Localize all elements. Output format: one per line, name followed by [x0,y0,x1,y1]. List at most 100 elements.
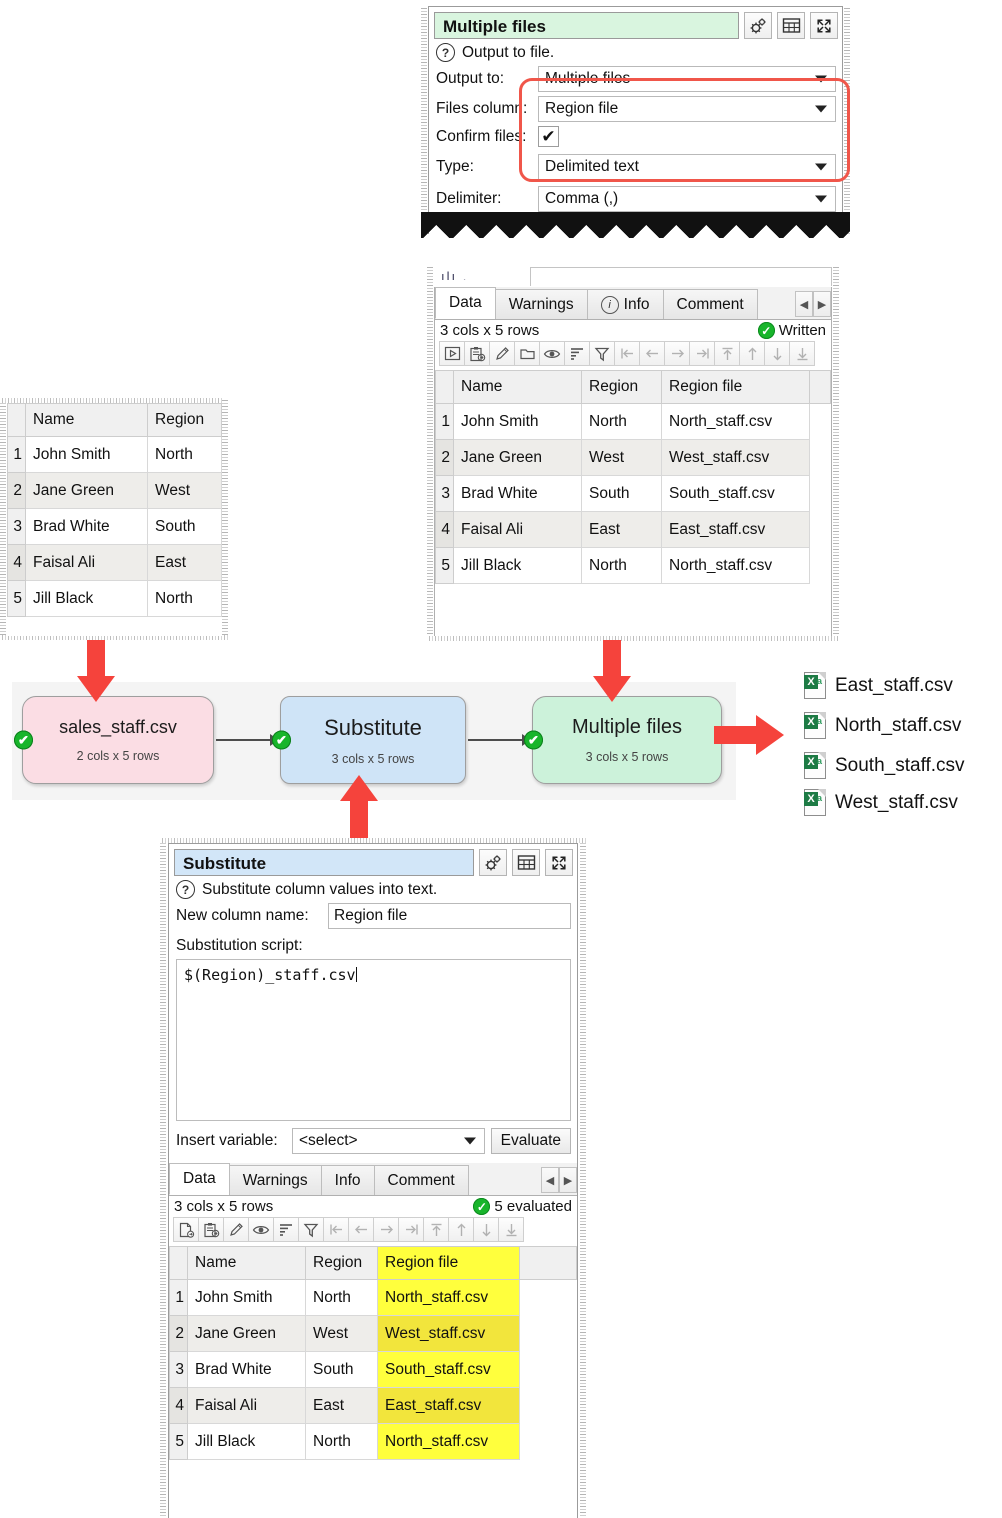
type-combo[interactable]: Delimited text [538,154,836,180]
table-row[interactable]: 3 Brad White South South_staff.csv [435,475,831,512]
output-to-combo[interactable]: Multiple files [538,66,836,92]
last-row-icon[interactable] [498,1217,524,1242]
cell-region[interactable]: East [581,511,662,548]
next-col-icon[interactable] [664,341,690,366]
tab-scroll-right-icon[interactable]: ▶ [813,291,831,317]
insert-variable-combo[interactable]: <select> [292,1128,485,1154]
cell-name[interactable]: John Smith [453,403,582,440]
new-file-icon[interactable] [173,1217,199,1242]
table-row[interactable]: 5 Jill Black North North_staff.csv [169,1423,577,1460]
tab-data[interactable]: Data [169,1163,230,1195]
cell-region[interactable]: North [581,547,662,584]
tab-scroll-left-icon[interactable]: ◀ [795,291,813,317]
tab-data[interactable]: Data [435,287,496,319]
last-col-icon[interactable] [689,341,715,366]
dialog-title-field[interactable]: Substitute [174,849,474,876]
first-col-icon[interactable] [614,341,640,366]
node-sales-staff-csv[interactable]: sales_staff.csv 2 cols x 5 rows ✔ [14,696,214,784]
next-row-icon[interactable] [764,341,790,366]
paste-icon[interactable] [464,341,490,366]
column-header[interactable]: Name [25,403,148,437]
output-data-grid[interactable]: Name Region Region file 1 John Smith Nor… [435,370,831,584]
substitution-script-editor[interactable]: $(Region)_staff.csv [176,959,571,1121]
dialog-title-field[interactable]: Multiple files [434,12,739,39]
sort-icon[interactable] [273,1217,299,1242]
cell-region[interactable]: South [581,475,662,512]
column-header-highlighted[interactable]: Region file [377,1246,520,1280]
node-multiple-files[interactable]: Multiple files 3 cols x 5 rows ✔ [524,696,722,784]
gears-icon[interactable] [744,12,772,39]
cell-region-file[interactable]: West_staff.csv [661,439,810,476]
first-col-icon[interactable] [323,1217,349,1242]
next-row-icon[interactable] [473,1217,499,1242]
cell-name[interactable]: Faisal Ali [187,1387,306,1424]
eye-icon[interactable] [539,341,565,366]
tab-warnings[interactable]: Warnings [494,289,588,319]
paste-icon[interactable] [198,1217,224,1242]
evaluate-button[interactable]: Evaluate [490,1128,571,1154]
table-row[interactable]: 3 Brad White South South_staff.csv [169,1351,577,1388]
table-row[interactable]: 2 Jane Green West West_staff.csv [169,1315,577,1352]
first-row-icon[interactable] [423,1217,449,1242]
cell-region[interactable]: North [305,1423,378,1460]
cell-region-file[interactable]: West_staff.csv [377,1315,520,1352]
cell-name[interactable]: Jane Green [453,439,582,476]
files-column-combo[interactable]: Region file [538,96,836,122]
confirm-files-checkbox[interactable]: ✔ [538,126,559,147]
tab-scroll-left-icon[interactable]: ◀ [541,1167,559,1193]
filter-icon[interactable] [298,1217,324,1242]
gears-icon[interactable] [479,849,507,876]
filter-icon[interactable] [589,341,615,366]
cell-name[interactable]: John Smith [25,436,148,473]
cell-region-file[interactable]: South_staff.csv [661,475,810,512]
prev-row-icon[interactable] [448,1217,474,1242]
column-header[interactable]: Name [187,1246,306,1280]
cell-name[interactable]: Jill Black [187,1423,306,1460]
tab-comment[interactable]: Comment [662,289,758,319]
table-row[interactable]: 5 Jill Black North [7,580,222,617]
tab-warnings[interactable]: Warnings [228,1165,322,1195]
substitute-data-grid[interactable]: Name Region Region file 1 John Smith Nor… [169,1246,577,1460]
cell-region-file[interactable]: East_staff.csv [377,1387,520,1424]
cell-region-file[interactable]: South_staff.csv [377,1351,520,1388]
sort-icon[interactable] [564,341,590,366]
tab-comment[interactable]: Comment [373,1165,469,1195]
run-icon[interactable] [439,341,465,366]
cell-region[interactable]: North [581,403,662,440]
cell-region[interactable]: North [305,1279,378,1316]
cell-name[interactable]: Brad White [25,508,148,545]
table-row[interactable]: 4 Faisal Ali East East_staff.csv [435,511,831,548]
cell-region-file[interactable]: North_staff.csv [661,403,810,440]
table-row[interactable]: 1 John Smith North North_staff.csv [169,1279,577,1316]
tab-info[interactable]: i Info [586,289,664,319]
folder-icon[interactable] [514,341,540,366]
cell-name[interactable]: Faisal Ali [25,544,148,581]
cell-name[interactable]: Jill Black [25,580,148,617]
cell-region[interactable]: South [147,508,222,545]
table-row[interactable]: 2 Jane Green West [7,472,222,509]
edit-icon[interactable] [489,341,515,366]
cell-region[interactable]: East [305,1387,378,1424]
last-row-icon[interactable] [789,341,815,366]
cell-region-file[interactable]: North_staff.csv [661,547,810,584]
table-icon[interactable] [777,12,805,39]
last-col-icon[interactable] [398,1217,424,1242]
source-data-grid[interactable]: Name Region 1 John Smith North 2 Jane Gr… [7,403,222,617]
cell-name[interactable]: Jill Black [453,547,582,584]
table-row[interactable]: 4 Faisal Ali East East_staff.csv [169,1387,577,1424]
help-icon[interactable]: ? [436,43,455,62]
cell-region-file[interactable]: North_staff.csv [377,1279,520,1316]
table-row[interactable]: 1 John Smith North North_staff.csv [435,403,831,440]
node-substitute[interactable]: Substitute 3 cols x 5 rows ✔ [272,696,466,784]
cell-region[interactable]: West [147,472,222,509]
cell-name[interactable]: Faisal Ali [453,511,582,548]
tab-info[interactable]: Info [320,1165,375,1195]
column-header[interactable]: Region file [661,370,810,404]
cell-region-file[interactable]: North_staff.csv [377,1423,520,1460]
delimiter-combo[interactable]: Comma (,) [538,186,836,212]
eye-icon[interactable] [248,1217,274,1242]
